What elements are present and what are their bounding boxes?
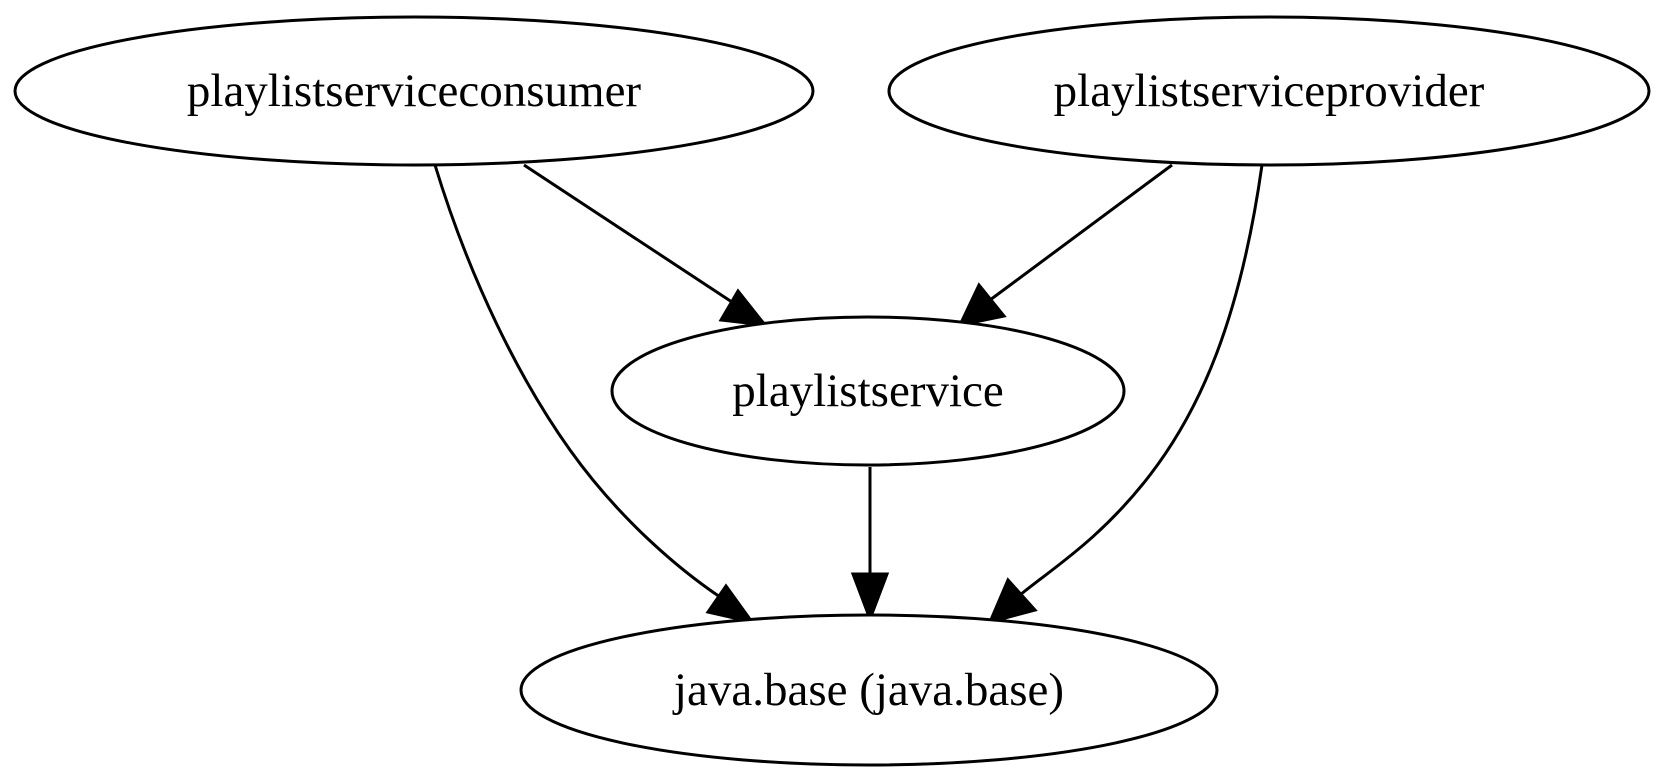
edge-consumer-to-service <box>523 163 769 327</box>
node-playlistserviceprovider[interactable]: playlistserviceprovider <box>887 15 1651 167</box>
node-label: playlistserviceprovider <box>1054 65 1485 117</box>
arrowhead-icon <box>850 572 890 624</box>
node-java-base[interactable]: java.base (java.base) <box>519 613 1219 767</box>
edge-provider-to-service <box>957 163 1173 328</box>
edge-service-to-javabase <box>850 467 890 624</box>
edge-consumer-to-javabase <box>433 164 756 625</box>
node-label: playlistservice <box>732 365 1003 417</box>
arrowhead-icon <box>705 583 756 625</box>
node-label: playlistserviceconsumer <box>187 65 642 117</box>
node-label: java.base (java.base) <box>672 664 1064 716</box>
node-playlistserviceconsumer[interactable]: playlistserviceconsumer <box>13 15 815 167</box>
node-playlistservice[interactable]: playlistservice <box>610 315 1126 467</box>
arrowhead-icon <box>987 577 1038 625</box>
arrowhead-icon <box>957 282 1007 328</box>
arrowhead-icon <box>718 288 769 327</box>
edge-provider-to-javabase <box>987 164 1264 625</box>
